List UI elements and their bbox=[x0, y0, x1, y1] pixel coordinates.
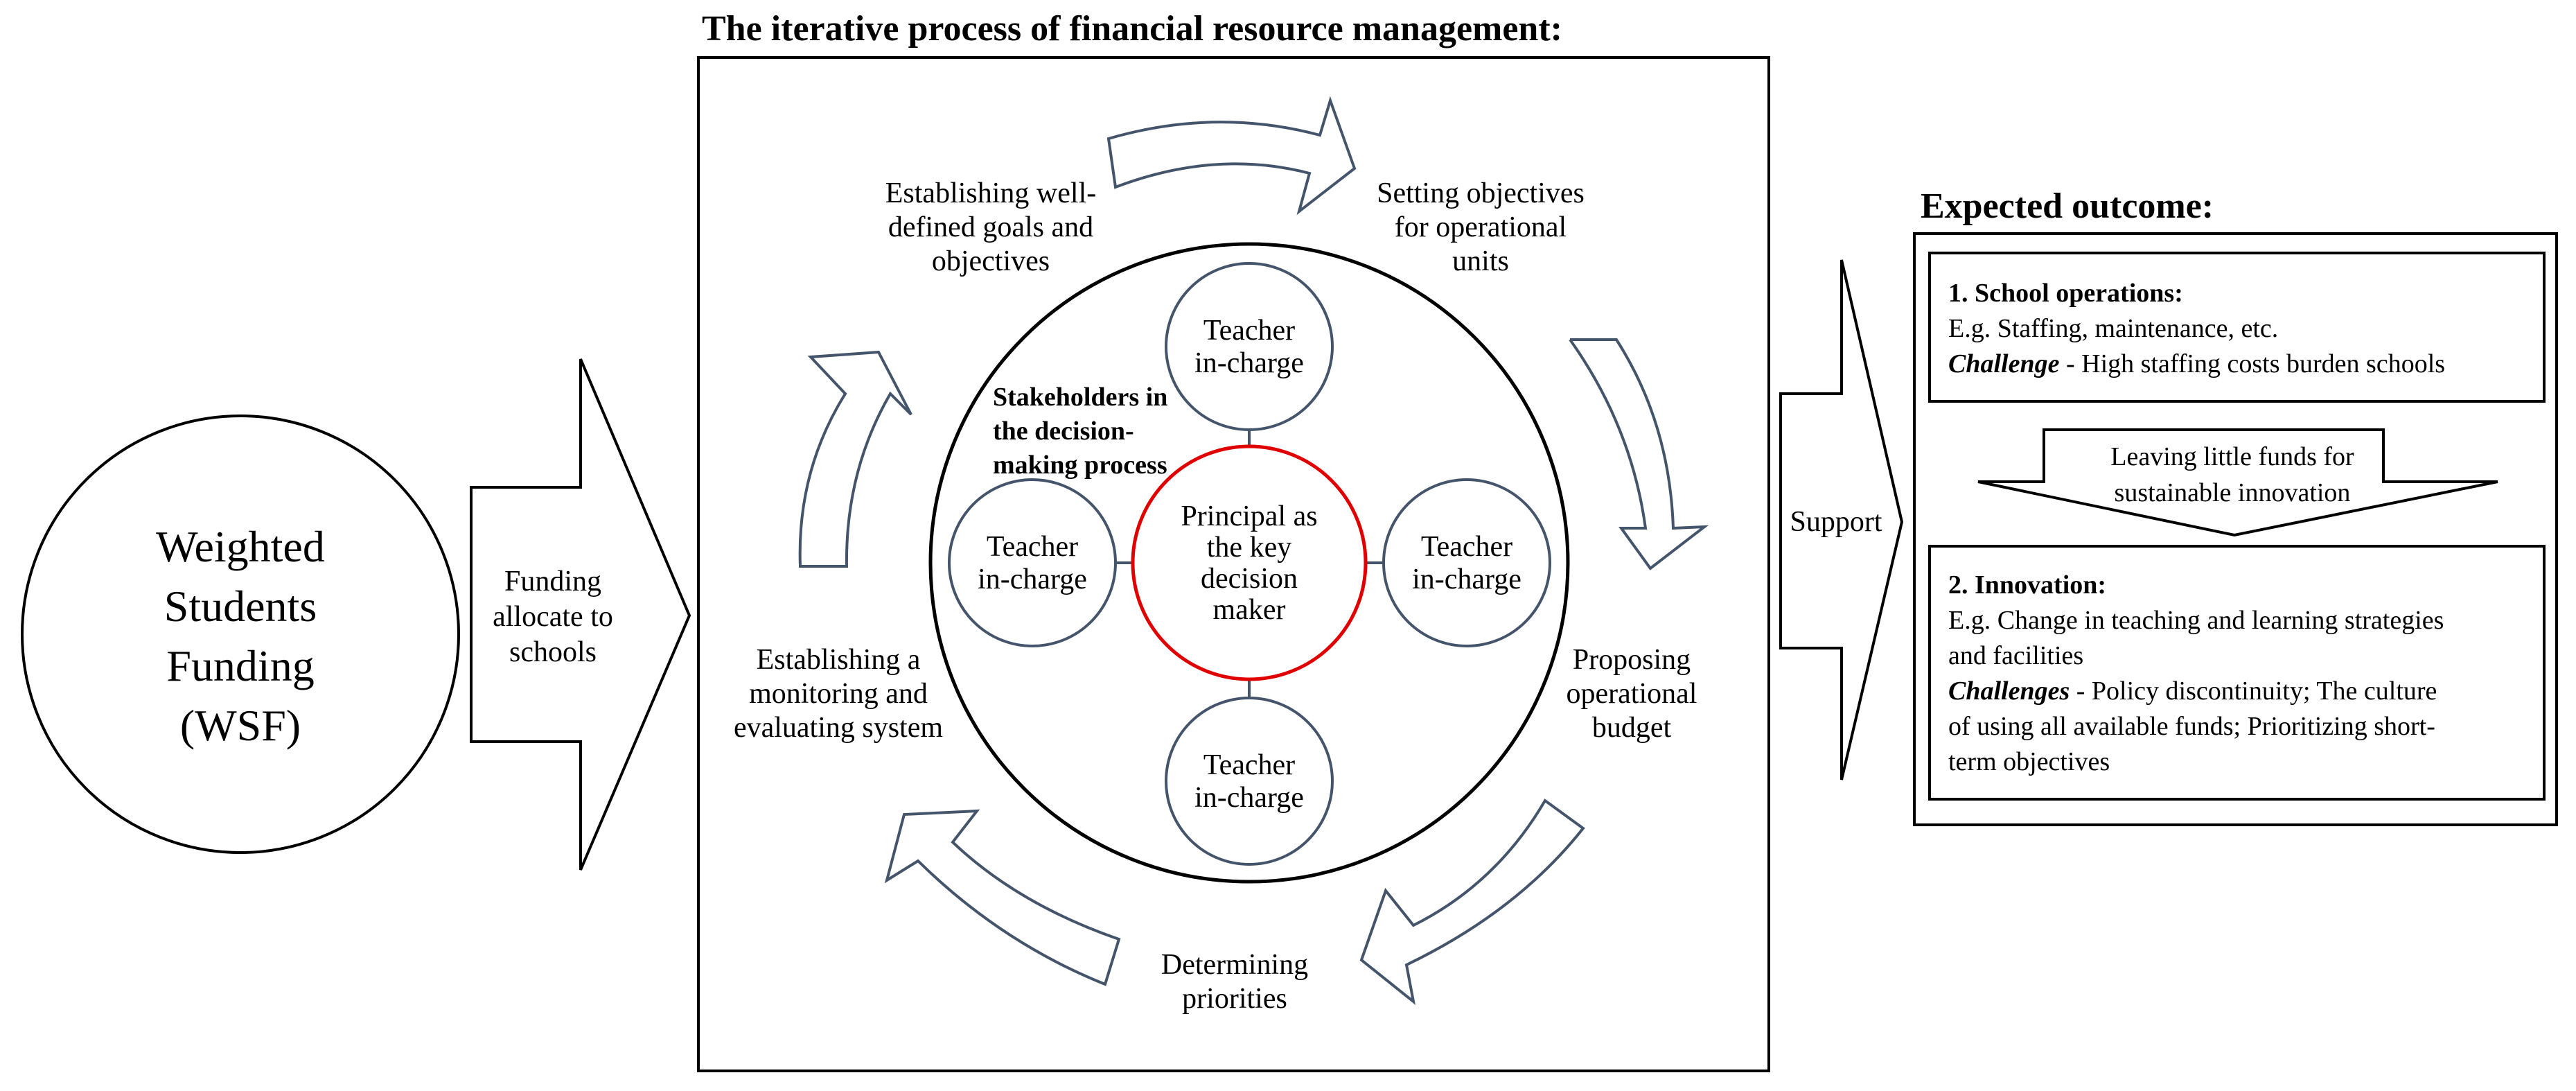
step-3-line-1: Proposing bbox=[1573, 644, 1691, 676]
step-3-line-2: operational bbox=[1567, 678, 1697, 710]
step-1-line-3: objectives bbox=[932, 245, 1050, 277]
cycle-arrow-bottom-right bbox=[1359, 798, 1585, 1005]
innovation-box-frame bbox=[1928, 545, 2546, 801]
teacher-line-1: Teacher bbox=[1421, 531, 1512, 563]
ops-challenge: Challenge - High staffing costs burden s… bbox=[1948, 349, 2445, 378]
connector-lines bbox=[1115, 430, 1384, 697]
teacher-line-2: in-charge bbox=[1194, 347, 1304, 379]
support-arrow: Support bbox=[1779, 259, 1904, 780]
step-4-label: Determining priorities bbox=[1161, 949, 1308, 1015]
wsf-node: Weighted Students Funding (WSF) bbox=[21, 414, 460, 854]
stakeholders-label: Stakeholders in the decision- making pro… bbox=[993, 383, 1167, 480]
step-4-line-2: priorities bbox=[1182, 983, 1287, 1015]
step-4-line-1: Determining bbox=[1161, 949, 1308, 981]
teacher-line-1: Teacher bbox=[987, 531, 1078, 563]
innovation-challenge-label: Challenges bbox=[1948, 677, 2070, 706]
innovation-heading: 2. Innovation: bbox=[1948, 570, 2106, 600]
step-2-line-3: units bbox=[1452, 245, 1509, 277]
innovation-box: 2. Innovation: E.g. Change in teaching a… bbox=[1928, 545, 2546, 801]
principal-node: Principal as the key decision maker bbox=[1131, 444, 1368, 681]
stakeholders-circle bbox=[928, 242, 1570, 884]
process-box bbox=[697, 56, 1770, 1072]
step-2-line-2: for operational bbox=[1395, 211, 1567, 243]
innovation-example-1: E.g. Change in teaching and learning str… bbox=[1948, 606, 2444, 635]
ops-box-frame bbox=[1928, 252, 2546, 403]
step-2-label: Setting objectives for operational units bbox=[1377, 177, 1585, 277]
step-3-line-3: budget bbox=[1592, 712, 1672, 744]
principal-line-3: decision bbox=[1201, 563, 1298, 595]
step-1-line-1: Establishing well- bbox=[885, 177, 1096, 209]
wsf-circle bbox=[21, 414, 460, 854]
teacher-line-2: in-charge bbox=[1194, 782, 1304, 814]
innovation-challenge-text-1: - Policy discontinuity; The culture bbox=[2070, 677, 2437, 706]
outcome-title: Expected outcome: bbox=[1921, 186, 2214, 226]
wsf-line-2: Students bbox=[164, 582, 317, 631]
step-1-line-2: defined goals and bbox=[888, 211, 1093, 243]
leaving-arrow-shape bbox=[1977, 428, 2498, 537]
cycle-arrow-top bbox=[1106, 96, 1357, 216]
main-title: The iterative process of financial resou… bbox=[702, 9, 1562, 49]
innovation-example-2: and facilities bbox=[1948, 641, 2083, 670]
step-3-label: Proposing operational budget bbox=[1567, 644, 1697, 744]
step-5-label: Establishing a monitoring and evaluating… bbox=[734, 644, 943, 744]
funding-line-2: allocate to bbox=[493, 601, 613, 633]
leaving-line-2: sustainable innovation bbox=[2115, 478, 2351, 507]
principal-line-4: maker bbox=[1213, 594, 1286, 626]
ops-challenge-text: - High staffing costs burden schools bbox=[2059, 349, 2445, 378]
stakeholders-line-3: making process bbox=[993, 451, 1167, 480]
funding-line-1: Funding bbox=[504, 566, 601, 597]
teacher-line-2: in-charge bbox=[1412, 564, 1521, 595]
teacher-line-1: Teacher bbox=[1203, 315, 1295, 347]
ops-heading: 1. School operations: bbox=[1948, 279, 2183, 308]
wsf-line-4: (WSF) bbox=[180, 701, 301, 750]
step-5-line-1: Establishing a bbox=[757, 644, 921, 676]
teacher-node-right: Teacher in-charge bbox=[1382, 478, 1551, 647]
teacher-node-left: Teacher in-charge bbox=[948, 478, 1117, 647]
funding-arrow-shape bbox=[470, 358, 691, 871]
principal-line-1: Principal as bbox=[1181, 500, 1317, 532]
step-5-line-2: monitoring and bbox=[749, 678, 928, 710]
step-1-label: Establishing well- defined goals and obj… bbox=[885, 177, 1096, 277]
teacher-circle bbox=[948, 478, 1117, 647]
ops-box: 1. School operations: E.g. Staffing, mai… bbox=[1928, 252, 2546, 403]
teacher-circle bbox=[1165, 697, 1334, 866]
support-arrow-shape bbox=[1779, 259, 1904, 780]
teacher-node-bottom: Teacher in-charge bbox=[1165, 697, 1334, 866]
teacher-line-2: in-charge bbox=[978, 564, 1087, 595]
stakeholders-line-2: the decision- bbox=[993, 417, 1134, 446]
wsf-line-1: Weighted bbox=[156, 522, 325, 571]
leaving-arrow: Leaving little funds for sustainable inn… bbox=[1977, 428, 2498, 537]
teacher-line-1: Teacher bbox=[1203, 749, 1295, 781]
teacher-circle bbox=[1382, 478, 1551, 647]
outcome-box bbox=[1913, 232, 2558, 826]
innovation-challenge-3: term objectives bbox=[1948, 747, 2110, 776]
cycle-arrow-right bbox=[1569, 338, 1709, 570]
ops-challenge-label: Challenge bbox=[1948, 349, 2060, 378]
principal-line-2: the key bbox=[1207, 532, 1291, 564]
innovation-challenge-2: of using all available funds; Prioritizi… bbox=[1948, 712, 2435, 741]
ops-example: E.g. Staffing, maintenance, etc. bbox=[1948, 314, 2278, 343]
step-5-line-3: evaluating system bbox=[734, 712, 943, 744]
teacher-circle bbox=[1165, 262, 1334, 431]
stakeholders-line-1: Stakeholders in bbox=[993, 383, 1167, 412]
funding-line-3: schools bbox=[509, 636, 597, 668]
innovation-challenge-1: Challenges - Policy discontinuity; The c… bbox=[1948, 677, 2437, 706]
cycle-arrow-bottom-left bbox=[884, 809, 1121, 986]
principal-circle bbox=[1131, 444, 1368, 681]
leaving-line-1: Leaving little funds for bbox=[2110, 442, 2354, 471]
cycle-arrow-left bbox=[798, 350, 912, 568]
teacher-node-top: Teacher in-charge bbox=[1165, 262, 1334, 431]
support-label: Support bbox=[1790, 506, 1882, 538]
wsf-line-3: Funding bbox=[166, 641, 314, 690]
funding-arrow: Funding allocate to schools bbox=[470, 358, 691, 871]
step-2-line-1: Setting objectives bbox=[1377, 177, 1585, 209]
